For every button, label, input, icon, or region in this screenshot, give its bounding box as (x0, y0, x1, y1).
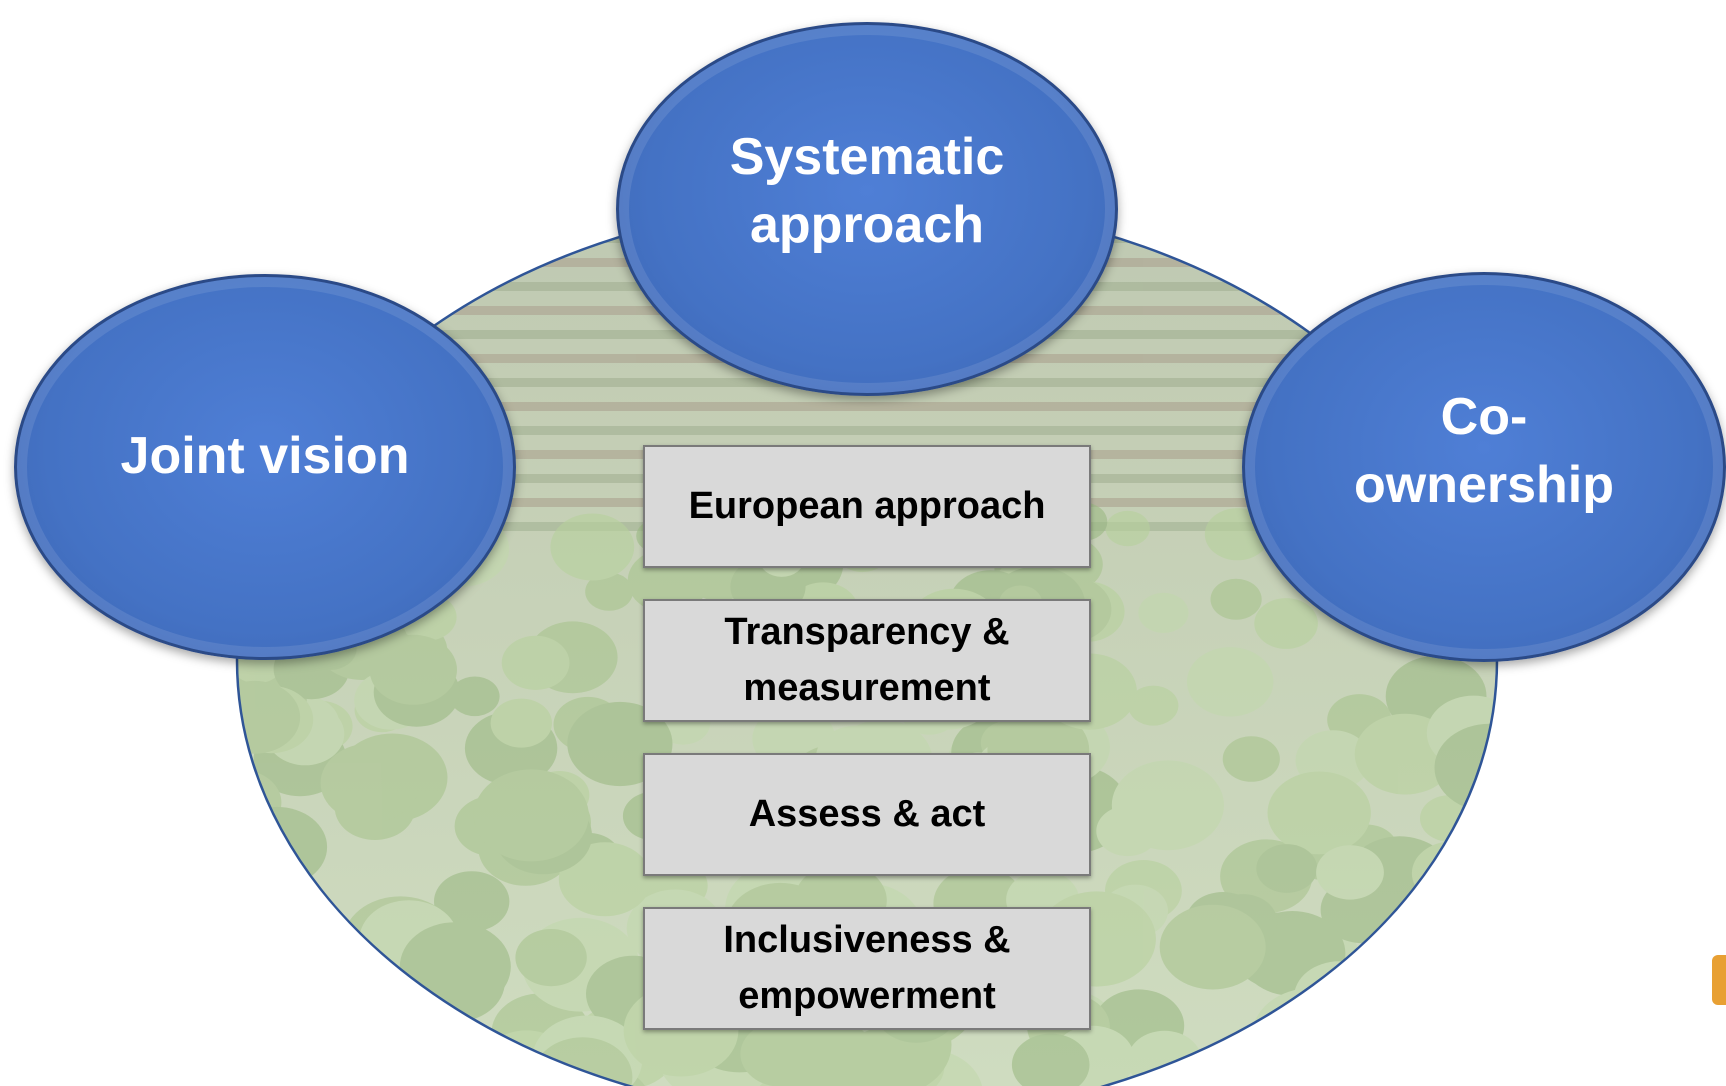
lettuce-head (299, 1001, 375, 1061)
bubble-label-line: approach (749, 196, 985, 254)
partial-logo-mark (1712, 955, 1726, 1005)
lettuce-head (763, 1013, 875, 1086)
principle-box-european-approach: European approach (643, 445, 1091, 568)
lettuce-head (490, 698, 552, 748)
lettuce-head (434, 871, 510, 932)
lettuce-head (399, 922, 511, 1011)
lettuce-head (1316, 845, 1384, 900)
field-row (237, 402, 1497, 411)
lettuce-head (433, 1043, 521, 1086)
lettuce-head (369, 634, 457, 705)
lettuce-head (1395, 934, 1497, 1033)
principle-label-line: European approach (688, 484, 1046, 527)
lettuce-head (320, 743, 420, 823)
lettuce-head (450, 676, 500, 717)
principle-label-line: Inclusiveness & (723, 919, 1011, 962)
lettuce-head (1267, 771, 1371, 855)
lettuce-head (1309, 1031, 1406, 1086)
lettuce-head (1111, 760, 1224, 851)
lettuce-head (404, 1051, 506, 1086)
lettuce-head (1128, 685, 1179, 726)
lettuce-head (1293, 961, 1385, 1034)
lettuce-head (1426, 1054, 1497, 1086)
lettuce-head (1222, 736, 1280, 782)
lettuce-head (1011, 1033, 1090, 1086)
lettuce-head (237, 926, 358, 1028)
lettuce-head (550, 513, 635, 581)
lettuce-head (1138, 592, 1189, 634)
lettuce-head (1401, 930, 1473, 987)
bubble-label-line: Systematic (729, 128, 1005, 187)
lettuce-head (1224, 1043, 1344, 1086)
lettuce-head (1159, 904, 1266, 990)
lettuce-head (1186, 647, 1274, 717)
principle-box-assess-act: Assess & act (643, 753, 1091, 876)
lettuce-head (585, 572, 633, 611)
bubble-label-line: Joint vision (120, 427, 410, 486)
lettuce-head (1252, 988, 1371, 1084)
lettuce-head (1254, 598, 1318, 649)
systematic-approach-bubble: Systematic approach (616, 22, 1118, 396)
lettuce-head (558, 842, 652, 917)
joint-vision-bubble: Joint vision (14, 274, 516, 660)
principle-box-transparency: Transparency & measurement (643, 599, 1091, 722)
lettuce-head (237, 1043, 301, 1086)
principle-label-line: empowerment (738, 974, 996, 1017)
lettuce-head (1250, 1034, 1348, 1086)
lettuce-head (237, 813, 299, 897)
lettuce-head (473, 769, 589, 862)
lettuce-head (515, 929, 587, 987)
bubble-label-line: ownership (1353, 456, 1615, 514)
lettuce-head (237, 680, 301, 754)
lettuce-head (1350, 973, 1465, 1065)
lettuce-head (1417, 1004, 1497, 1072)
co-ownership-bubble: Co- ownership (1242, 272, 1726, 662)
principle-label-line: Assess & act (748, 792, 986, 835)
principle-box-inclusiveness: Inclusiveness & empowerment (643, 907, 1091, 1030)
principle-label-line: measurement (743, 666, 991, 709)
bubble-label-line: Co- (1440, 388, 1528, 447)
lettuce-head (1210, 578, 1262, 620)
field-row (237, 426, 1497, 435)
lettuce-head (501, 635, 570, 691)
lettuce-head (1256, 844, 1318, 893)
principle-label-line: Transparency & (724, 611, 1010, 654)
lettuce-head (1105, 510, 1150, 547)
